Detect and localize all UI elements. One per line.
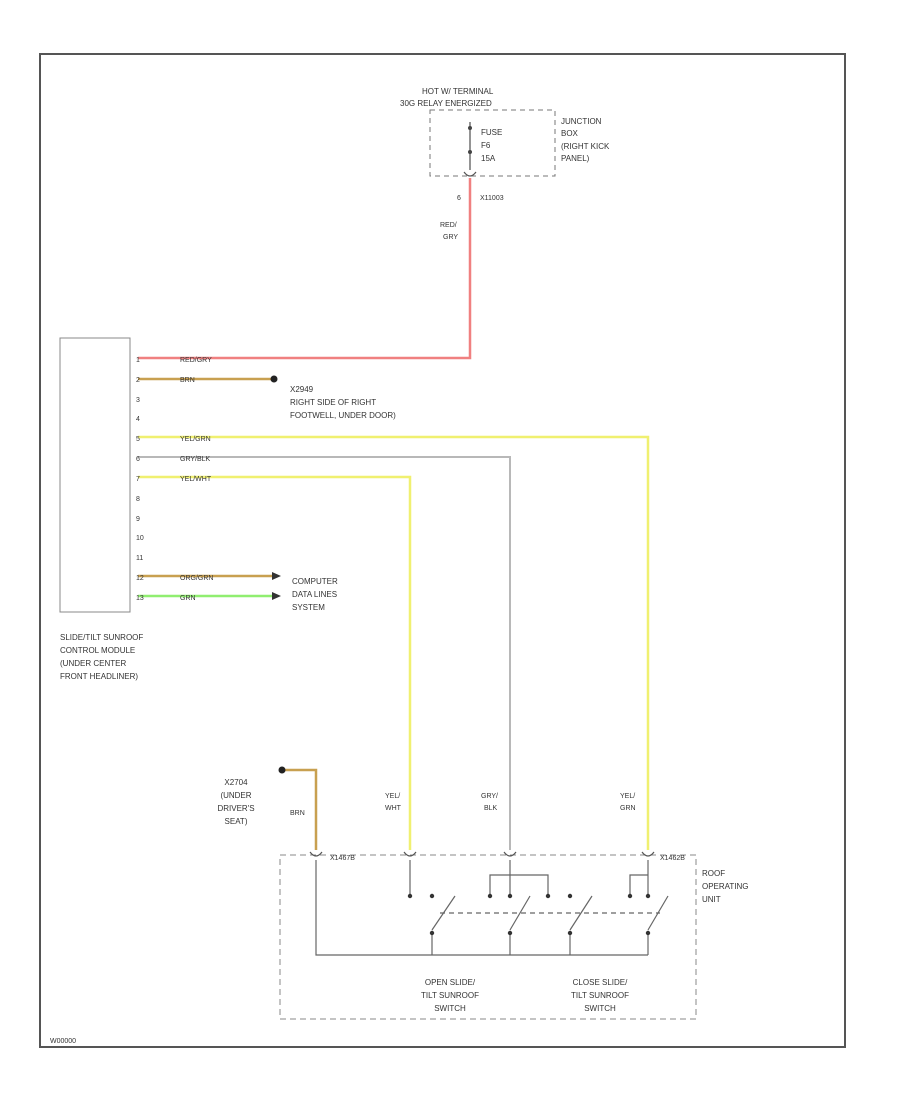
control-module: 1 2 3 4 5 6 7 8 9 10 11 12 13 RED/GRY BR…	[59, 337, 213, 681]
module-pin-11: 11	[136, 555, 143, 562]
switch-close-label-line3: SWITCH	[584, 1004, 616, 1013]
footer-code: W00000	[50, 1038, 76, 1045]
module-pin-7: 7	[136, 476, 140, 483]
ground-upper-label-line1: RIGHT SIDE OF RIGHT	[290, 398, 376, 407]
junction-header-line1: HOT W/ TERMINAL	[422, 87, 494, 96]
roof-connector-4	[641, 851, 655, 857]
junction-connector-symbol	[463, 171, 477, 177]
junction-label-line3: (RIGHT KICK	[561, 142, 610, 151]
module-pin-12: 12	[136, 575, 144, 582]
junction-label-line1: JUNCTION	[561, 117, 602, 126]
junction-box: HOT W/ TERMINAL 30G RELAY ENERGIZED FUSE…	[400, 87, 610, 202]
junction-label-line4: PANEL)	[561, 154, 590, 163]
wire-yel-grn	[138, 435, 650, 850]
fuse-terminal-top	[468, 126, 472, 130]
riser-wire-color-line2: GRY	[443, 234, 458, 241]
ground-lower: X2704 (UNDER DRIVER'S SEAT) BRN	[217, 766, 305, 826]
module-pin-6: 6	[136, 456, 140, 463]
module-label-line1: SLIDE/TILT SUNROOF	[60, 633, 143, 642]
ground-lower-terminal	[278, 766, 286, 774]
ground-upper-label-line2: FOOTWELL, UNDER DOOR)	[290, 411, 396, 420]
data-lines: COMPUTER DATA LINES SYSTEM	[272, 572, 338, 612]
junction-header-line2: 30G RELAY ENERGIZED	[400, 99, 492, 108]
roof-operating-unit: X1467B X1462B ROOF OPERATING UNIT	[279, 851, 749, 1020]
fuse-label-line1: FUSE	[481, 128, 502, 137]
module-wire-6: GRY/BLK	[180, 456, 211, 463]
wire-gry-blk	[138, 456, 511, 850]
junction-label-line2: BOX	[561, 129, 579, 138]
roof-connector-3	[503, 851, 517, 857]
riser-wire-color-line1: RED/	[440, 222, 457, 229]
junction-connector-pin: 6	[457, 195, 461, 202]
ground-lower-label-line1: X2704	[224, 778, 248, 787]
ground-upper-terminal	[270, 375, 278, 383]
switch-open-label-line1: OPEN SLIDE/	[425, 978, 476, 987]
data-line-arrow-2	[272, 592, 281, 600]
fuse-label-line2: F6	[481, 141, 491, 150]
module-pin-4: 4	[136, 416, 140, 423]
ground-lower-label-line3: DRIVER'S	[217, 804, 254, 813]
module-pin-8: 8	[136, 496, 140, 503]
diagram-frame	[39, 53, 846, 1048]
ground-upper: X2949 RIGHT SIDE OF RIGHT FOOTWELL, UNDE…	[270, 375, 396, 420]
data-lines-label-line1: COMPUTER	[292, 577, 338, 586]
switch-wire-2-line1: GRY/	[481, 793, 498, 800]
control-module-box	[59, 337, 131, 613]
roof-unit-label-line1: ROOF	[702, 869, 725, 878]
switch-open-label-line2: TILT SUNROOF	[421, 991, 479, 1000]
module-wire-5: YEL/GRN	[180, 436, 211, 443]
roof-unit-contacts	[407, 893, 651, 936]
module-wire-7: YEL/WHT	[180, 476, 212, 483]
roof-connector-2	[403, 851, 417, 857]
wire-red-gry	[138, 178, 472, 360]
module-pin-10: 10	[136, 535, 144, 542]
data-line-arrow-1	[272, 572, 281, 580]
roof-connector-1	[309, 851, 323, 857]
junction-connector-id: X11003	[480, 195, 504, 202]
module-wire-2: BRN	[180, 377, 195, 384]
roof-unit-label-line3: UNIT	[702, 895, 721, 904]
roof-connector-right-id: X1462B	[660, 855, 685, 862]
roof-unit-circuit	[315, 860, 669, 956]
switch-wire-3-line1: YEL/	[620, 793, 635, 800]
switch-wire-1-line1: YEL/	[385, 793, 400, 800]
module-label-line4: FRONT HEADLINER)	[60, 672, 138, 681]
module-pin-3: 3	[136, 397, 140, 404]
module-wire-12: ORG/GRN	[180, 575, 213, 582]
switch-close-label-line2: TILT SUNROOF	[571, 991, 629, 1000]
wire-brn-ground-lower	[282, 768, 318, 850]
switch-wire-2-line2: BLK	[484, 805, 498, 812]
module-wire-1: RED/GRY	[180, 357, 212, 364]
module-pin-13: 13	[136, 595, 144, 602]
data-lines-label-line3: SYSTEM	[292, 603, 325, 612]
roof-connector-left-id: X1467B	[330, 855, 355, 862]
ground-lower-label-line2: (UNDER	[220, 791, 251, 800]
module-pin-9: 9	[136, 516, 140, 523]
module-label-line2: CONTROL MODULE	[60, 646, 135, 655]
module-pin-1: 1	[136, 357, 140, 364]
module-pin-5: 5	[136, 436, 140, 443]
switch-wire-3-line2: GRN	[620, 805, 636, 812]
module-pin-2: 2	[136, 377, 140, 384]
ground-lower-wire: BRN	[290, 810, 305, 817]
switch-close-label-line1: CLOSE SLIDE/	[573, 978, 628, 987]
data-lines-label-line2: DATA LINES	[292, 590, 337, 599]
roof-unit-outline	[279, 854, 697, 1020]
switch-open-label-line3: SWITCH	[434, 1004, 466, 1013]
fuse-label-line3: 15A	[481, 154, 496, 163]
ground-upper-id: X2949	[290, 385, 314, 394]
module-label-line3: (UNDER CENTER	[60, 659, 126, 668]
junction-box-outline	[429, 109, 556, 177]
ground-lower-label-line4: SEAT)	[225, 817, 248, 826]
switch-wire-1-line2: WHT	[385, 805, 402, 812]
roof-unit-label-line2: OPERATING	[702, 882, 749, 891]
wires	[138, 178, 650, 850]
fuse-terminal-bottom	[468, 150, 472, 154]
wire-yel-wht	[138, 475, 412, 850]
module-wire-13: GRN	[180, 595, 196, 602]
